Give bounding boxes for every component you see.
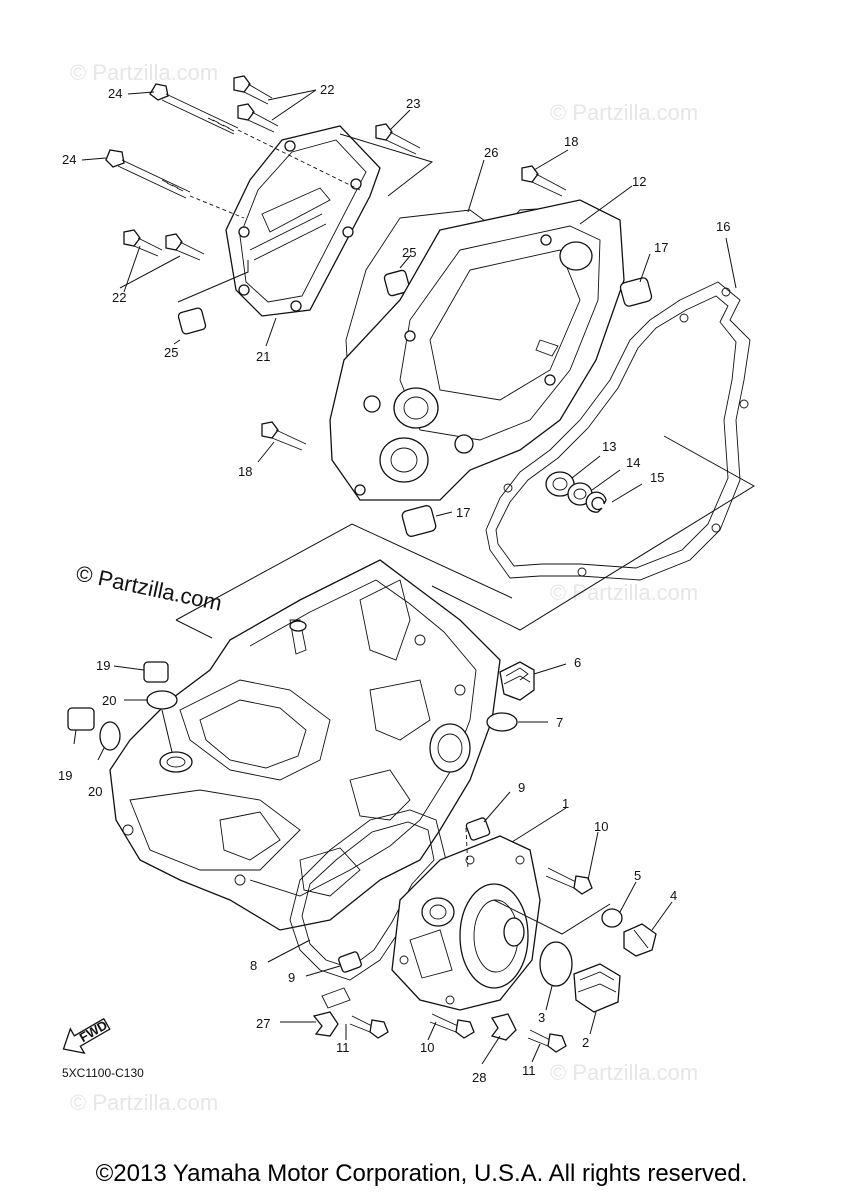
- dowel-17-upper: [619, 277, 653, 307]
- o-ring-5: [601, 908, 623, 928]
- dowel-19-upper: [143, 661, 169, 683]
- bolt-11-left: [349, 1015, 389, 1039]
- dowel-25-left: [177, 307, 207, 335]
- dowel-17-lower: [401, 505, 437, 537]
- lower-leader-lines: [73, 663, 673, 1065]
- callout-6: 6: [574, 655, 581, 670]
- bolt-22-b: [237, 103, 279, 133]
- dowel-9-lower: [338, 951, 362, 973]
- plug-2: [573, 963, 621, 1013]
- watermark-text: © Partzilla.com: [70, 1090, 218, 1115]
- callout-15: 15: [650, 470, 664, 485]
- callout-17-upper: 17: [654, 240, 668, 255]
- callout-7: 7: [556, 715, 563, 730]
- bolt-24-lower: [105, 149, 191, 199]
- bolt-22-a: [233, 75, 273, 105]
- callout-10-upper: 10: [594, 819, 608, 834]
- o-ring-7: [486, 712, 518, 732]
- dowel-9-upper: [465, 817, 491, 841]
- clutch-cover-21: [225, 125, 381, 317]
- callout-23: 23: [406, 96, 420, 111]
- watermark-text-main: © Partzilla.com: [74, 560, 224, 615]
- gasket-16: [485, 281, 751, 581]
- callout-2: 2: [582, 1035, 589, 1050]
- callout-27: 27: [256, 1016, 270, 1031]
- callout-9-lower: 9: [288, 970, 295, 985]
- bolt-11-right: [527, 1029, 567, 1053]
- copyright-notice: ©2013 Yamaha Motor Corporation, U.S.A. A…: [95, 1160, 748, 1187]
- watermark-text: © Partzilla.com: [550, 100, 698, 125]
- watermarks: © Partzilla.com © Partzilla.com © Partzi…: [70, 60, 698, 1115]
- callout-25-right: 25: [402, 245, 416, 260]
- bolt-22-c: [123, 229, 163, 257]
- callout-17-lower: 17: [456, 505, 470, 520]
- callout-3: 3: [538, 1010, 545, 1025]
- upper-leader-lines: [81, 89, 755, 639]
- fwd-arrow-icon: FWD: [62, 1017, 111, 1055]
- callout-24-lower: 24: [62, 152, 76, 167]
- callout-26: 26: [484, 145, 498, 160]
- bolt-22-d: [165, 233, 205, 261]
- watermark-text: © Partzilla.com: [550, 1060, 698, 1085]
- callout-20-lower: 20: [88, 784, 102, 799]
- callout-28: 28: [472, 1070, 486, 1085]
- callout-24-upper: 24: [108, 86, 122, 101]
- callout-19-upper: 19: [96, 658, 110, 673]
- bolt-10-upper: [545, 867, 593, 895]
- callout-16: 16: [716, 219, 730, 234]
- callout-18-upper: 18: [564, 134, 578, 149]
- callout-19-lower: 19: [58, 768, 72, 783]
- callout-18-lower: 18: [238, 464, 252, 479]
- clamp-27: [312, 987, 351, 1037]
- callout-8: 8: [250, 958, 257, 973]
- generator-cover-1: [391, 835, 541, 1011]
- watermark-text: © Partzilla.com: [550, 580, 698, 605]
- callout-14: 14: [626, 455, 640, 470]
- circlip-15: [585, 491, 607, 513]
- o-ring-20-upper: [146, 690, 178, 710]
- callout-10-lower: 10: [420, 1040, 434, 1055]
- engine-crankcase: [109, 559, 501, 931]
- callout-4: 4: [670, 888, 677, 903]
- callout-11-right: 11: [522, 1063, 536, 1078]
- callout-12: 12: [632, 174, 646, 189]
- bolt-18-lower: [261, 421, 307, 451]
- callout-25-left: 25: [164, 345, 178, 360]
- callout-labels: 24 24 22 23 26 18 12 16 17 25 22 25 21 1…: [58, 82, 730, 1085]
- watermark-text: © Partzilla.com: [70, 60, 218, 85]
- crankcase-cover-12: [329, 199, 625, 501]
- callout-22-lower: 22: [112, 290, 126, 305]
- callout-20-upper: 20: [102, 693, 116, 708]
- callout-9-upper: 9: [518, 780, 525, 795]
- dowel-19-lower: [67, 707, 95, 731]
- callout-22-upper: 22: [320, 82, 334, 97]
- diagram-code: 5XC1100-C130: [62, 1066, 144, 1080]
- clamp-28: [490, 1013, 517, 1041]
- dowel-25-right: [383, 269, 411, 297]
- oil-filler-plug-6: [499, 661, 535, 701]
- o-ring-20-lower: [99, 721, 121, 751]
- bolt-23: [375, 123, 421, 155]
- callout-11-left: 11: [336, 1040, 350, 1055]
- bolt-18-upper: [521, 165, 567, 197]
- bolt-24-upper: [149, 83, 239, 135]
- plug-4: [623, 923, 657, 957]
- callout-21: 21: [256, 349, 270, 364]
- callout-13: 13: [602, 439, 616, 454]
- callout-1: 1: [562, 796, 569, 811]
- bolt-10-lower: [429, 1013, 475, 1039]
- o-ring-3: [539, 941, 573, 987]
- callout-5: 5: [634, 868, 641, 883]
